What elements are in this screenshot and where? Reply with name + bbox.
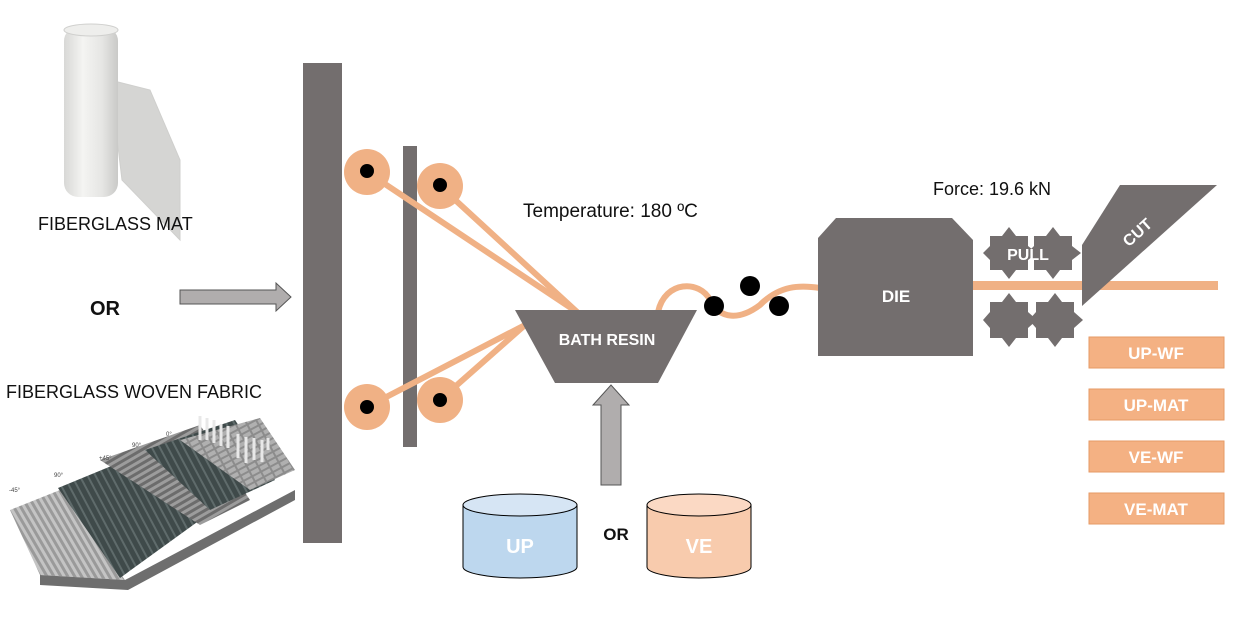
guide-roller [769, 296, 789, 316]
creel-plate [303, 63, 342, 543]
angle-label: 90° [54, 473, 64, 479]
product-label: VE-WF [1129, 448, 1184, 467]
product-label: VE-MAT [1124, 500, 1189, 519]
bath-resin [515, 310, 697, 383]
product-item: UP-MAT [1088, 388, 1225, 421]
mat-sheet [109, 79, 181, 242]
puller-star [1029, 293, 1083, 347]
mat-roll-top [63, 23, 119, 37]
force-label: Force: 19.6 kN [933, 179, 1051, 199]
fiberglass-mat-image [63, 23, 181, 242]
cutter [1082, 185, 1217, 306]
angle-label: -45° [9, 488, 21, 494]
pull-label: PULL [1007, 247, 1049, 264]
ve-resin-tank [646, 493, 752, 579]
die-label: DIE [882, 287, 910, 306]
resin-or-label: OR [603, 525, 629, 544]
mat-roll [64, 27, 118, 197]
guide-roller [740, 276, 760, 296]
puller-star [983, 293, 1037, 347]
fiberglass-woven-fabric-image: -45° 90° +45° 90° 0° [9, 416, 295, 590]
spool-bottom-right [417, 377, 463, 423]
product-label: UP-MAT [1124, 396, 1189, 415]
fiberglass-mat-label: FIBERGLASS MAT [38, 214, 193, 234]
up-resin-tank [462, 493, 578, 579]
guide-rollers [704, 276, 789, 316]
product-label: UP-WF [1128, 344, 1184, 363]
guide-roller [704, 296, 724, 316]
puller-upper [983, 227, 1081, 279]
puller-star [983, 227, 1037, 279]
spool-top-left [344, 149, 390, 195]
layer-minus45 [10, 490, 125, 580]
product-item: UP-WF [1088, 336, 1225, 369]
fabric-angle-labels: -45° 90° +45° 90° 0° [9, 432, 172, 494]
input-arrow-icon [179, 281, 292, 313]
bath-resin-label: BATH RESIN [559, 332, 656, 349]
puller-lower [983, 293, 1083, 347]
angle-label: 90° [132, 443, 142, 449]
puller-star [1027, 227, 1081, 279]
zero-degree-arrows [198, 416, 270, 463]
fabric-edge [40, 490, 295, 590]
spool-top-right [417, 163, 463, 209]
angle-label: 0° [166, 432, 172, 438]
ve-resin-label: VE [686, 536, 713, 558]
product-list: UP-WF UP-MAT VE-WF VE-MAT [1088, 336, 1225, 525]
resin-feed-arrow-icon [591, 384, 631, 486]
input-or-label: OR [90, 298, 121, 320]
guide-plate [403, 146, 417, 447]
fiber-spools [344, 149, 463, 430]
angle-label: +45° [99, 456, 112, 462]
temperature-label: Temperature: 180 ºC [523, 201, 698, 222]
up-resin-label: UP [506, 536, 534, 558]
impregnated-fiber [655, 283, 821, 319]
spool-bottom-left [344, 384, 390, 430]
fiberglass-woven-fabric-label: FIBERGLASS WOVEN FABRIC [6, 382, 262, 402]
product-item: VE-WF [1088, 440, 1225, 473]
die [818, 218, 973, 356]
fiber-strands [364, 169, 580, 410]
product-item: VE-MAT [1088, 492, 1225, 525]
